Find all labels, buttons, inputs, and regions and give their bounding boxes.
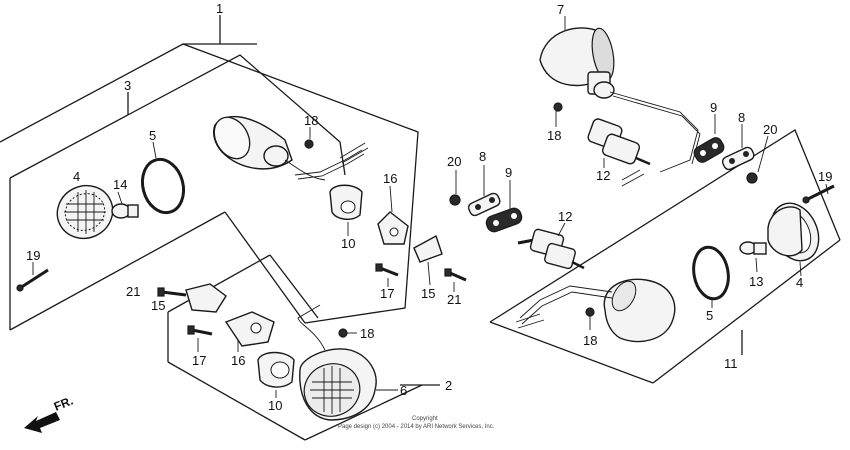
callout-5: 5: [706, 308, 713, 323]
stay-15-left: [413, 234, 443, 286]
callout-8: 8: [479, 149, 486, 164]
callout-17: 17: [380, 286, 394, 301]
washer-8-center: [467, 165, 501, 217]
signal-unit-11: [515, 278, 676, 343]
nut-20-center: [449, 170, 461, 206]
nut-20-right: [746, 135, 769, 184]
signal-unit-6: [297, 304, 398, 421]
callout-19: 19: [818, 169, 832, 184]
callout-6: 6: [400, 383, 407, 398]
screw-19-left: [16, 262, 49, 292]
lens-4: [56, 184, 114, 240]
signal-housing-3: [213, 115, 326, 181]
callout-18: 18: [547, 128, 561, 143]
bolt-17-lower: [187, 325, 213, 352]
front-label: FR.: [52, 394, 75, 414]
callout-3: 3: [124, 78, 131, 93]
relay-12-center: [517, 222, 585, 270]
grommet-9-center: [485, 180, 523, 233]
callout-9: 9: [710, 100, 717, 115]
socket-10-lower: [257, 351, 295, 398]
callout-10: 10: [268, 398, 282, 413]
stay-15-lower: [185, 283, 227, 313]
callout-7: 7: [557, 2, 564, 17]
callout-20: 20: [447, 154, 461, 169]
callout-5: 5: [149, 128, 156, 143]
callout-13: 13: [749, 274, 763, 289]
callout-11: 11: [724, 356, 738, 371]
callout-9: 9: [505, 165, 512, 180]
copyright-watermark: Copyright Page design (c) 2004 - 2014 by…: [338, 416, 495, 430]
copyright-line-1: Copyright: [412, 416, 438, 422]
callout-18: 18: [583, 333, 597, 348]
relay-12-right: [587, 118, 651, 187]
callout-12: 12: [558, 209, 572, 224]
lens-4-right: [767, 202, 820, 277]
gasket-5: [140, 141, 186, 215]
screw-18-upper: [553, 102, 563, 127]
bolt-21-left: [444, 268, 467, 292]
callout-21: 21: [126, 284, 140, 299]
front-direction-arrow: FR.: [24, 394, 75, 433]
callout-labels: 1 3 5 4 14 19 18 10 16 17 15 21 20 8 9 1…: [26, 1, 832, 413]
callout-16: 16: [383, 171, 397, 186]
callout-14: 14: [113, 177, 127, 192]
screw-18-left: [304, 127, 314, 149]
callout-18: 18: [304, 113, 318, 128]
screw-18-lower: [338, 328, 357, 338]
assembly-outline-1: [0, 15, 419, 324]
callout-2: 2: [445, 378, 452, 393]
assembly-outline-11: [489, 129, 841, 384]
copyright-line-2: Page design (c) 2004 - 2014 by ARI Netwo…: [338, 424, 495, 430]
callout-20: 20: [763, 122, 777, 137]
callout-19: 19: [26, 248, 40, 263]
callout-17: 17: [192, 353, 206, 368]
grommet-9-right: [693, 114, 725, 163]
gasket-5-right: [692, 245, 730, 308]
callout-16: 16: [231, 353, 245, 368]
bolt-17-left: [375, 263, 399, 287]
bulb-14: [111, 191, 139, 219]
wire-harness-left: [294, 142, 369, 180]
holder-16-lower: [224, 311, 275, 352]
washer-8-right: [721, 124, 755, 171]
screw-19-right: [802, 183, 835, 204]
callout-10: 10: [341, 236, 355, 251]
callout-4: 4: [796, 275, 803, 290]
callout-4: 4: [73, 169, 80, 184]
bulb-13: [739, 241, 767, 273]
holder-16-left: [377, 185, 409, 245]
assembly-outline-3: [9, 54, 346, 331]
callout-8: 8: [738, 110, 745, 125]
assembly-outline-2: [167, 254, 440, 441]
lens-7: [539, 16, 701, 173]
callout-18: 18: [360, 326, 374, 341]
socket-10-left: [329, 184, 363, 236]
callout-1: 1: [216, 1, 223, 16]
callout-21: 21: [447, 292, 461, 307]
bolt-21-lower: [157, 287, 187, 297]
callout-15: 15: [151, 298, 165, 313]
callout-12: 12: [596, 168, 610, 183]
screw-18-right: [585, 307, 595, 330]
callout-15: 15: [421, 286, 435, 301]
